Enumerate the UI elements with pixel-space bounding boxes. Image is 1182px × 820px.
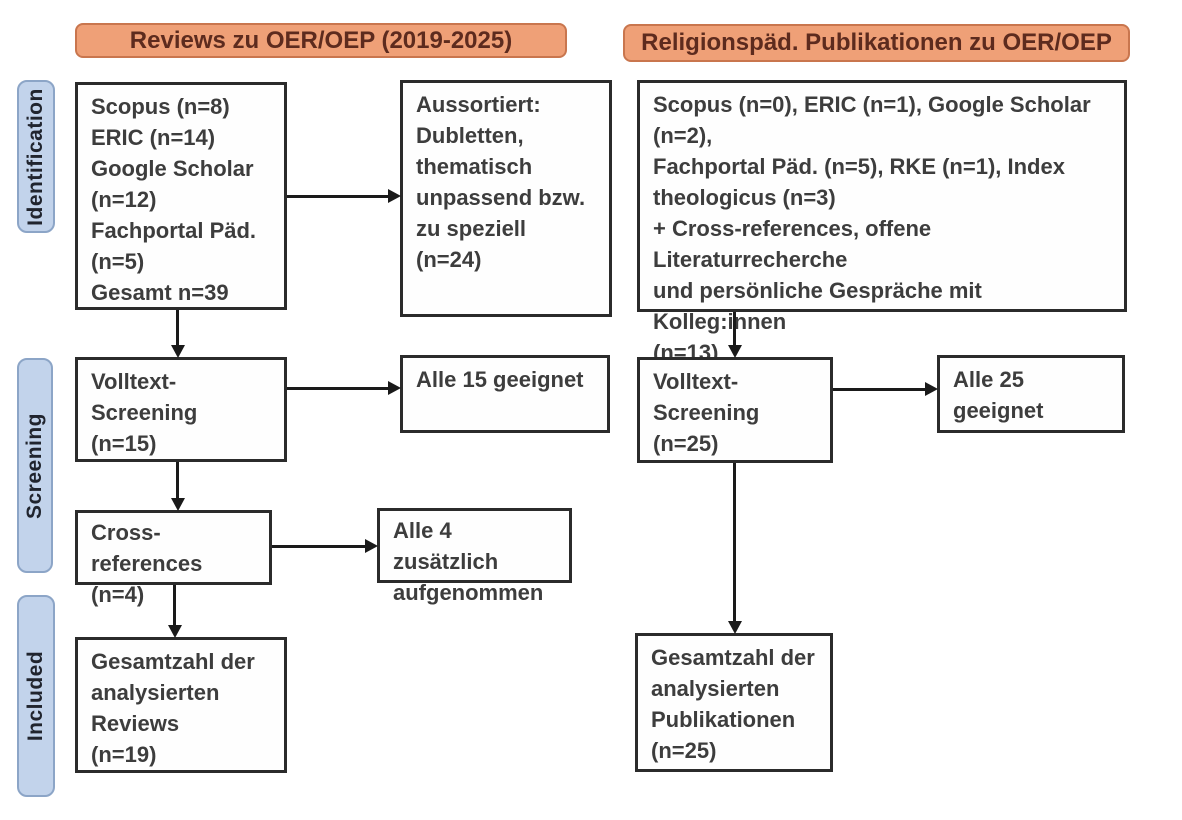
box-left-crossref-text: Cross-references (n=4) bbox=[91, 520, 203, 607]
box-right-eligible: Alle 25 geeignet bbox=[937, 355, 1125, 433]
box-right-total: Gesamtzahl der analysierten Publikatione… bbox=[635, 633, 833, 772]
box-left-sources-text: Scopus (n=8) ERIC (n=14) Google Scholar … bbox=[91, 94, 257, 305]
stage-pill-included: Included bbox=[17, 595, 55, 797]
box-left-sources: Scopus (n=8) ERIC (n=14) Google Scholar … bbox=[75, 82, 287, 310]
stage-pill-screening: Screening bbox=[17, 358, 53, 573]
box-right-sources: Scopus (n=0), ERIC (n=1), Google Scholar… bbox=[637, 80, 1127, 396]
box-left-crossref-added-text: Alle 4 zusätzlich aufgenommen bbox=[393, 518, 544, 605]
box-right-sources-text: Scopus (n=0), ERIC (n=1), Google Scholar… bbox=[653, 92, 1091, 396]
box-left-excluded: Aussortiert: Dubletten, thematisch unpas… bbox=[400, 80, 612, 317]
stage-screening-label: Screening bbox=[23, 412, 47, 519]
header-left-label: Reviews zu OER/OEP (2019-2025) bbox=[129, 26, 513, 54]
box-right-fulltext-text: Volltext- Screening (n=25) bbox=[653, 369, 760, 456]
box-left-total-text: Gesamtzahl der analysierten Reviews (n=1… bbox=[91, 649, 255, 767]
box-left-crossref: Cross-references (n=4) bbox=[75, 510, 272, 607]
stage-pill-identification: Identification bbox=[17, 80, 55, 233]
box-left-fulltext-text: Volltext- Screening (n=15) bbox=[91, 369, 198, 456]
box-right-total-text: Gesamtzahl der analysierten Publikatione… bbox=[651, 645, 815, 763]
header-right-banner: Religionspäd. Publikationen zu OER/OEP bbox=[623, 24, 1130, 62]
stage-included-label: Included bbox=[24, 650, 47, 742]
box-left-total: Gesamtzahl der analysierten Reviews (n=1… bbox=[75, 637, 287, 773]
box-left-eligible-text: Alle 15 geeignet bbox=[416, 367, 584, 392]
box-left-eligible: Alle 15 geeignet bbox=[400, 355, 610, 433]
stage-identification-label: Identification bbox=[24, 87, 48, 226]
box-right-fulltext-screening: Volltext- Screening (n=25) bbox=[637, 357, 833, 463]
box-right-eligible-text: Alle 25 geeignet bbox=[953, 367, 1044, 423]
box-left-fulltext-screening: Volltext- Screening (n=15) bbox=[75, 357, 287, 462]
header-right-label: Religionspäd. Publikationen zu OER/OEP bbox=[641, 29, 1112, 56]
box-left-crossref-added: Alle 4 zusätzlich aufgenommen bbox=[377, 508, 572, 605]
box-left-excluded-text: Aussortiert: Dubletten, thematisch unpas… bbox=[416, 92, 586, 272]
header-left-banner: Reviews zu OER/OEP (2019-2025) bbox=[75, 23, 567, 58]
